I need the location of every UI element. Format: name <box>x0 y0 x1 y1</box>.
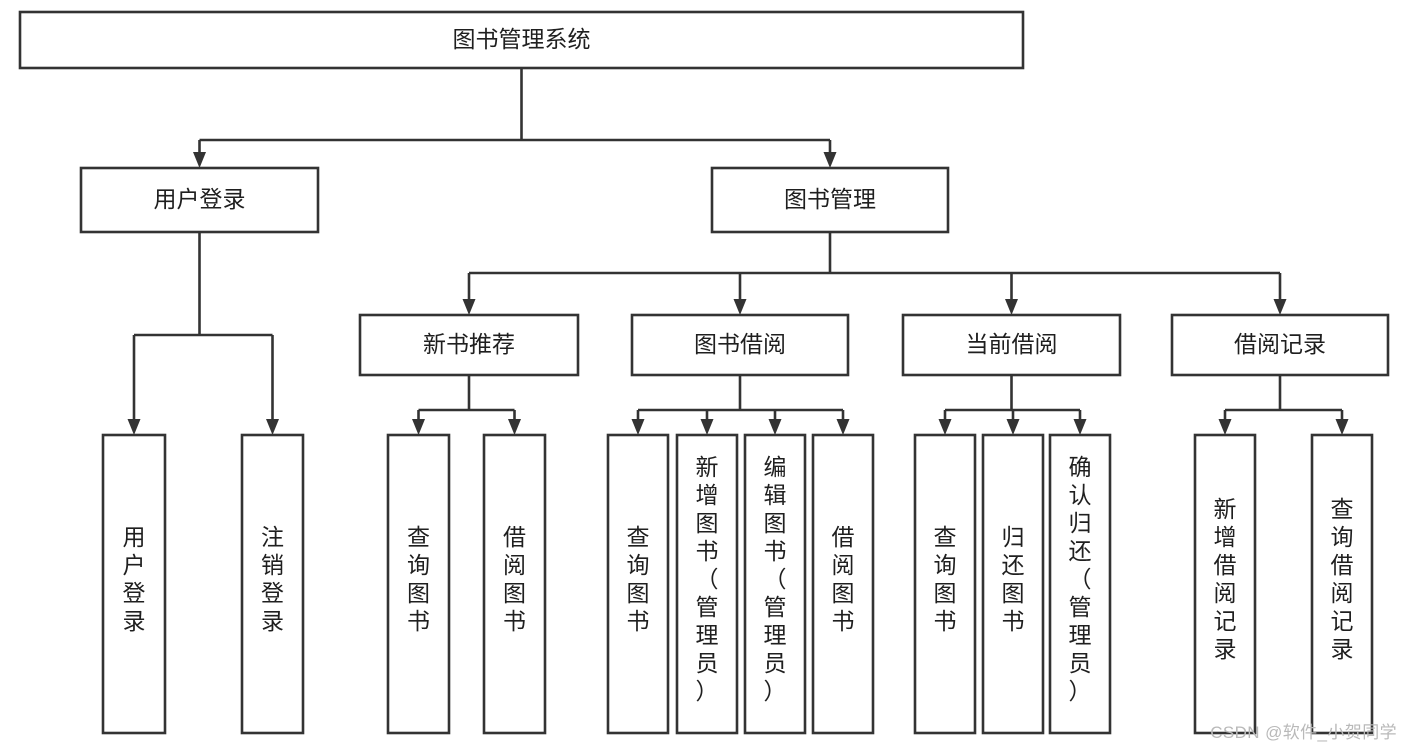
arrow-head <box>412 419 425 435</box>
node-box <box>811 433 875 735</box>
node-leaf-borrow-book-1[interactable]: 借阅图书 <box>482 433 547 735</box>
arrow-head <box>193 152 206 168</box>
node-label: 当前借阅 <box>966 331 1058 357</box>
node-label: 查询图书 <box>627 524 650 634</box>
node-leaf-query-record[interactable]: 查询借阅记录 <box>1310 433 1374 735</box>
node-box <box>630 313 850 377</box>
node-user-login[interactable]: 用户登录 <box>79 166 320 234</box>
node-label: 图书借阅 <box>694 331 786 357</box>
node-box <box>240 433 305 735</box>
arrow-head <box>733 299 747 315</box>
arrow-head <box>127 419 141 435</box>
node-label: 借阅图书 <box>832 524 855 634</box>
arrow-head <box>631 419 645 435</box>
node-label: 新书推荐 <box>423 331 515 357</box>
node-label: 编辑图书（管理员） <box>764 454 787 704</box>
node-current-borrow[interactable]: 当前借阅 <box>901 313 1122 377</box>
connector-layer <box>127 68 1349 435</box>
arrow-head <box>938 419 952 435</box>
node-label: 借阅图书 <box>503 524 526 634</box>
node-leaf-logout[interactable]: 注销登录 <box>240 433 305 735</box>
node-leaf-add-book[interactable]: 新增图书（管理员） <box>675 433 739 735</box>
arrow-head <box>266 419 279 435</box>
node-leaf-query-book-1[interactable]: 查询图书 <box>386 433 451 735</box>
node-box <box>1310 433 1374 735</box>
arrow-head <box>823 152 837 168</box>
node-borrow-record[interactable]: 借阅记录 <box>1170 313 1390 377</box>
node-label: 查询借阅记录 <box>1331 496 1354 662</box>
node-box <box>482 433 547 735</box>
node-box <box>101 433 167 735</box>
node-new-book-rec[interactable]: 新书推荐 <box>358 313 580 377</box>
node-box <box>1170 313 1390 377</box>
node-label: 用户登录 <box>154 186 246 212</box>
node-box <box>675 433 739 735</box>
arrow-head <box>836 419 850 435</box>
node-label: 图书管理系统 <box>453 26 591 52</box>
node-box <box>18 10 1025 70</box>
node-box <box>358 313 580 377</box>
node-label: 借阅记录 <box>1234 331 1326 357</box>
node-leaf-add-record[interactable]: 新增借阅记录 <box>1193 433 1257 735</box>
node-box <box>901 313 1122 377</box>
node-leaf-return-book[interactable]: 归还图书 <box>981 433 1045 735</box>
arrow-head <box>1005 299 1018 315</box>
node-box <box>606 433 670 735</box>
arrow-head <box>1335 419 1349 435</box>
node-label: 确认归还（管理员） <box>1069 454 1092 704</box>
arrow-head <box>1273 299 1287 315</box>
node-leaf-query-book-3[interactable]: 查询图书 <box>913 433 977 735</box>
arrow-head <box>1073 419 1087 435</box>
node-root[interactable]: 图书管理系统 <box>18 10 1025 70</box>
node-box <box>1193 433 1257 735</box>
watermark-label: CSDN @软件_小贺同学 <box>1210 723 1397 742</box>
node-label: 图书管理 <box>784 186 876 212</box>
node-book-borrow[interactable]: 图书借阅 <box>630 313 850 377</box>
node-label: 查询图书 <box>934 524 957 634</box>
node-leaf-borrow-book-2[interactable]: 借阅图书 <box>811 433 875 735</box>
arrow-head <box>1218 419 1232 435</box>
node-box <box>79 166 320 234</box>
arrow-head <box>768 419 782 435</box>
node-box <box>913 433 977 735</box>
node-label: 新增图书（管理员） <box>696 454 719 704</box>
node-box <box>1048 433 1112 735</box>
arrow-head <box>462 299 476 315</box>
node-layer: 图书管理系统用户登录图书管理新书推荐图书借阅当前借阅借阅记录用户登录注销登录查询… <box>18 10 1390 735</box>
node-box <box>743 433 807 735</box>
node-label: 归还图书 <box>1002 524 1025 634</box>
node-box <box>386 433 451 735</box>
node-label: 注销登录 <box>261 524 284 634</box>
node-box <box>710 166 950 234</box>
node-leaf-confirm-return[interactable]: 确认归还（管理员） <box>1048 433 1112 735</box>
node-label: 新增借阅记录 <box>1214 496 1237 662</box>
arrow-head <box>700 419 714 435</box>
node-leaf-query-book-2[interactable]: 查询图书 <box>606 433 670 735</box>
node-box <box>981 433 1045 735</box>
arrow-head <box>508 419 521 435</box>
node-book-mgmt[interactable]: 图书管理 <box>710 166 950 234</box>
arrow-head <box>1006 419 1020 435</box>
node-leaf-user-login[interactable]: 用户登录 <box>101 433 167 735</box>
node-label: 用户登录 <box>123 524 146 634</box>
node-leaf-edit-book[interactable]: 编辑图书（管理员） <box>743 433 807 735</box>
node-label: 查询图书 <box>407 524 430 634</box>
